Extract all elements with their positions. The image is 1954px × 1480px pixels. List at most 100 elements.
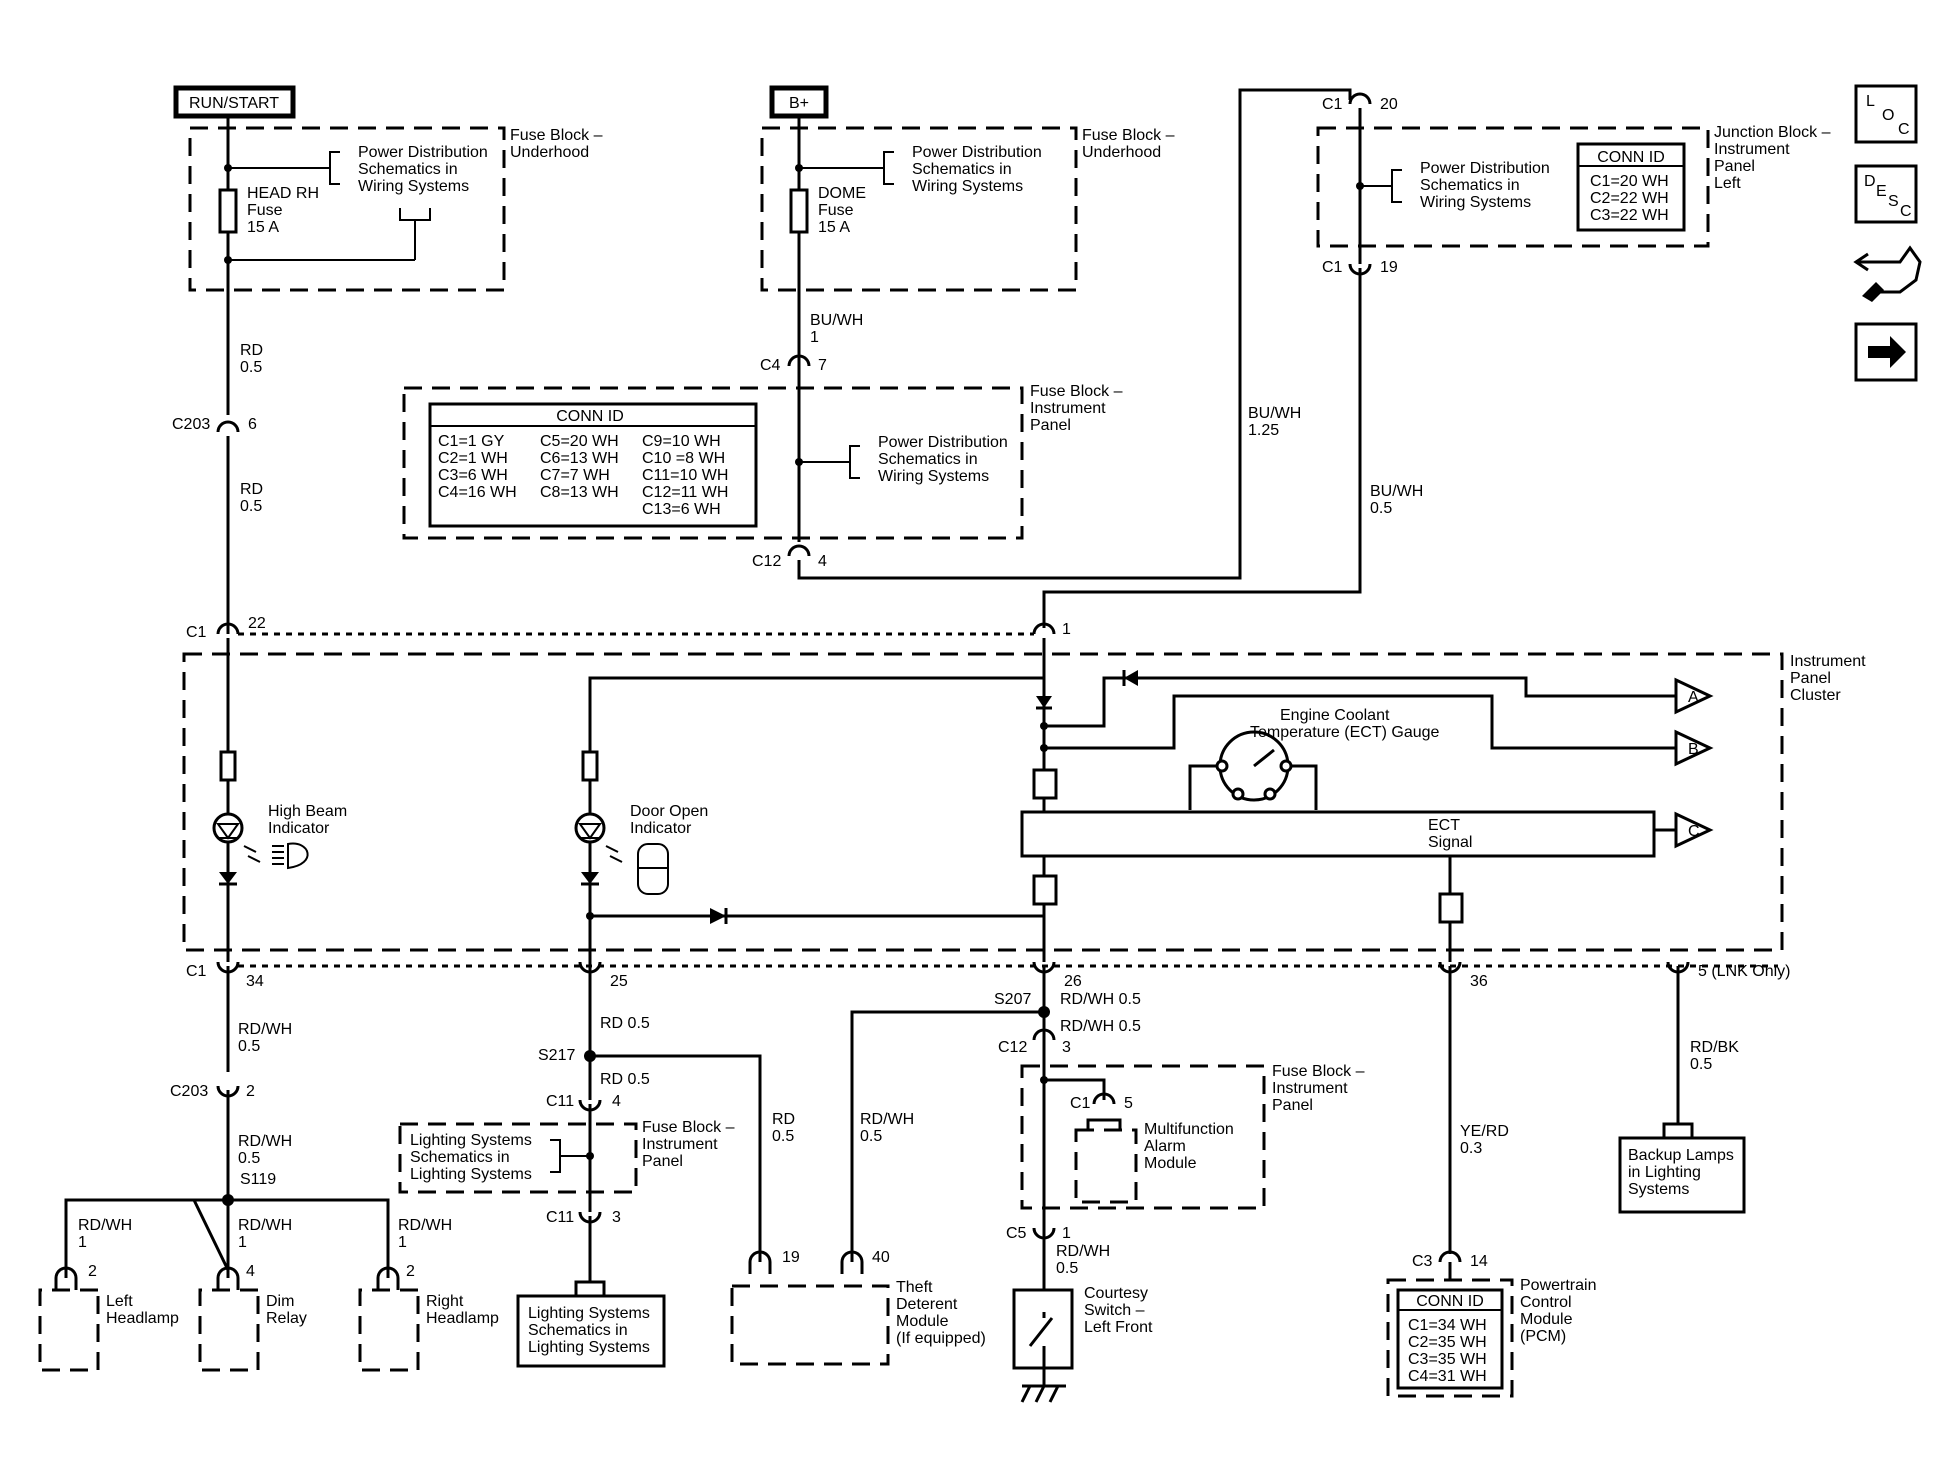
lighting-systems-box — [516, 1294, 666, 1368]
s119-label: S119 — [240, 1171, 276, 1188]
svg-text:E: E — [1876, 183, 1887, 200]
svg-text:C: C — [1898, 121, 1910, 138]
flag-a — [1674, 677, 1714, 715]
svg-text:L: L — [1866, 93, 1875, 110]
conn-id-table-junction — [1576, 142, 1686, 232]
loc-icon[interactable]: L O C — [1854, 84, 1918, 144]
pin19-label: 19 — [782, 1249, 800, 1266]
conn-id-table-pcm — [1396, 1288, 1504, 1390]
c1-34-label: C134 — [186, 963, 264, 990]
pin40-label: 40 — [872, 1249, 890, 1266]
connector-c4-7 — [787, 354, 811, 367]
desc-icon[interactable]: D E S C — [1854, 164, 1918, 224]
fuse-block-ip-top — [402, 386, 1024, 540]
s217-label: S217 — [538, 1047, 575, 1064]
svg-text:D: D — [1864, 173, 1876, 190]
diagnostic-tool-icon[interactable] — [1853, 245, 1922, 302]
dome-fuse — [789, 188, 809, 234]
theft-deterent-module — [730, 1284, 890, 1366]
fuse-underhood-1-label: Fuse Block –Underhood — [510, 127, 603, 161]
pin36-label: 36 — [1470, 973, 1488, 990]
pin26-label: 26 — [1064, 973, 1082, 990]
flag-c-label: C — [1688, 823, 1700, 840]
pcm-module — [1386, 1278, 1514, 1398]
ground-icon — [1020, 1384, 1066, 1403]
left-headlamp-box — [38, 1288, 100, 1372]
wire-rd05-c: RD 0.5 — [600, 1015, 650, 1032]
svg-text:C: C — [1900, 203, 1912, 220]
head-rh-fuse — [218, 188, 238, 234]
s207-label: S207 — [994, 991, 1031, 1008]
connector-c12-4 — [787, 544, 811, 557]
pcm-conn-title: CONN ID — [1416, 1293, 1484, 1310]
pin2b-label: 2 — [406, 1263, 415, 1280]
connector-c203-6 — [216, 420, 240, 433]
right-headlamp-box — [358, 1288, 420, 1372]
next-arrow-icon[interactable] — [1854, 322, 1918, 382]
backup-lamps-box — [1618, 1136, 1746, 1214]
door-open-lamp — [574, 812, 606, 844]
pin25-label: 25 — [610, 973, 628, 990]
door-ajar-icon — [637, 843, 669, 895]
dim-relay-box — [198, 1288, 260, 1372]
headlamp-icon — [272, 842, 309, 870]
pin2a-label: 2 — [88, 1263, 97, 1280]
svg-text:O: O — [1882, 107, 1894, 124]
conn-id-table-fuse-ip — [428, 402, 758, 528]
conn-id-title: CONN ID — [556, 408, 624, 425]
fuse-underhood-2-label: Fuse Block –Underhood — [1082, 127, 1175, 161]
connector-pin1 — [1032, 622, 1056, 635]
fuse-block-underhood-left — [188, 126, 506, 292]
run-start-label: RUN/START — [189, 95, 279, 112]
ect-gauge — [1188, 730, 1318, 810]
flag-a-label: A — [1688, 689, 1699, 706]
wire-rdwh05-e: RD/WH 0.5 — [1060, 1018, 1141, 1035]
fuse-block-ip-right — [1020, 1064, 1266, 1210]
